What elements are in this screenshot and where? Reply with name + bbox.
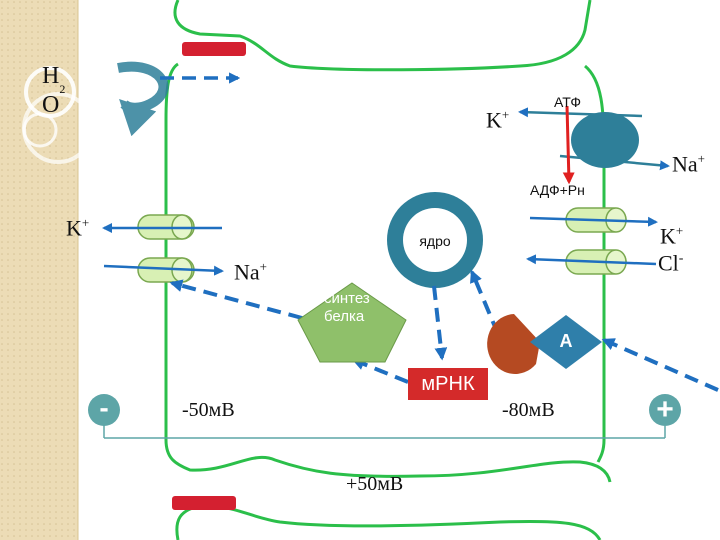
decorative-rings (22, 66, 94, 164)
receptor-to-nucleus-arrow (470, 269, 500, 335)
decorative-wall (0, 0, 78, 540)
left-na-label: Na+ (234, 260, 267, 283)
nucleus-label: ядро (419, 233, 451, 249)
nucleus-to-mrna-arrow (432, 285, 448, 361)
right-k-text: K (660, 223, 676, 249)
adp-label: АДФ+Рн (530, 182, 585, 198)
right-cl-charge: - (678, 251, 684, 266)
right-cl-arrow (526, 254, 657, 266)
protein-synthesis-shape (297, 282, 407, 363)
cell-membrane (164, 0, 612, 540)
water-h: H (42, 63, 60, 89)
water-subscript: 2 (59, 82, 66, 96)
protein-to-channel-arrow (169, 279, 303, 320)
protein-synthesis-label: синтез белка (324, 290, 370, 325)
potential-left-label: -50мВ (182, 399, 235, 421)
mrna-to-protein-arrow (351, 357, 409, 384)
pump-k-text: K (486, 107, 502, 133)
water-curve-icon (117, 61, 169, 137)
pump-na-charge: + (697, 151, 705, 166)
right-cl-text: Cl (658, 250, 679, 276)
receptor-a-label: A (559, 331, 573, 351)
receptor-icon (487, 314, 540, 374)
left-k-label: K+ (66, 216, 89, 239)
pump-na-text: Na (672, 151, 698, 177)
potential-right-label: -80мВ (502, 399, 555, 421)
positive-electrode (649, 394, 681, 426)
pump-k-label: K+ (486, 108, 509, 131)
right-cl-label: Cl- (658, 252, 683, 274)
water-o: O (42, 92, 60, 118)
mrna-label: мРНК (421, 373, 475, 395)
ligand-a-shape (530, 315, 602, 369)
negative-electrode (88, 394, 120, 426)
left-k-text: K (66, 215, 82, 241)
junction-bottom (172, 496, 236, 510)
nucleus-inner (403, 208, 467, 272)
sodium-potassium-pump (571, 112, 639, 168)
water-label: H2 (42, 63, 65, 95)
left-k-charge: + (81, 215, 90, 230)
right-k-arrow (529, 216, 658, 227)
left-na-text: Na (234, 259, 260, 285)
junction-top (182, 42, 246, 56)
minus-sign: - (99, 392, 109, 423)
pump-k-charge: + (501, 107, 510, 122)
potential-bottom-label: +50мВ (346, 473, 404, 495)
ligand-incoming-arrow (601, 338, 719, 392)
atp-label: АТФ (554, 94, 581, 110)
atp-hydrolysis-arrow (562, 105, 575, 185)
right-k-label: K+ (660, 224, 683, 247)
plus-sign: + (656, 393, 674, 426)
pump-na-label: Na+ (672, 152, 705, 175)
left-na-charge: + (259, 259, 267, 274)
mrna-box (408, 368, 488, 400)
left-na-arrow (103, 264, 224, 276)
right-k-charge: + (675, 223, 684, 238)
pump-k-arrow (518, 107, 643, 118)
